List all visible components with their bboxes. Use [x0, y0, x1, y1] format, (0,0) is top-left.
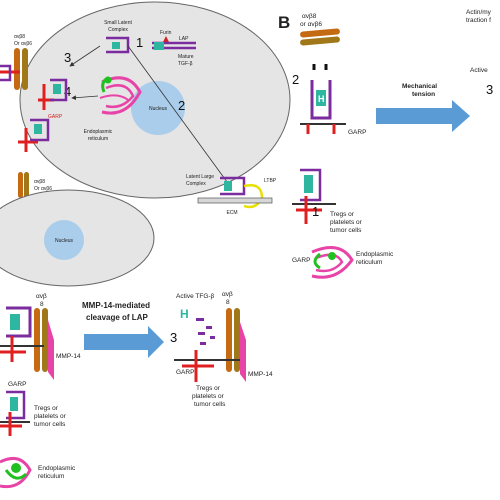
b-garp-1: GARP	[348, 129, 366, 136]
membrane-complex-left	[18, 118, 50, 152]
num-c-3: 3	[170, 330, 177, 345]
b-garp-2: GARP	[292, 257, 310, 264]
active-label: Active	[470, 67, 488, 74]
svg-text:H: H	[318, 94, 325, 104]
llc-label-2: Complex	[186, 181, 206, 187]
b-tregs-3: tumor cells	[330, 227, 362, 234]
c-active-tgf-glyph: H	[180, 307, 189, 321]
c-mmp14-right: MMP-14	[248, 371, 273, 378]
nucleus-top-label: Nucleus	[149, 106, 168, 112]
num-b-1: 1	[312, 204, 319, 219]
mature-tgf-2: TGF-β	[178, 61, 193, 67]
nucleus-bottom	[44, 220, 84, 260]
integrin-mid-2: Or αvβ6	[34, 186, 52, 192]
arrow-3	[69, 45, 101, 67]
b-integrin	[300, 28, 340, 46]
c-tregs-right-1: Tregs or	[196, 385, 221, 392]
mech-tension-2: tension	[412, 91, 435, 98]
integrin-top-1: αvβ8	[14, 34, 25, 40]
c-garp-right-label: GARP	[176, 369, 194, 376]
b-er-2: reticulum	[356, 259, 382, 266]
integrin-top	[14, 48, 28, 90]
c-mmp14-left: MMP-14	[56, 353, 81, 360]
c-latent-complex	[0, 306, 44, 362]
b-tregs-1: Tregs or	[330, 211, 355, 218]
c-er-2: reticulum	[38, 473, 64, 480]
er-top-label-1: Endoplasmic	[84, 129, 113, 135]
b-er-1: Endoplasmic	[356, 251, 394, 258]
nucleus-bottom-label: Nucleus	[55, 238, 74, 244]
num-b-3: 3	[486, 82, 493, 97]
b-garp-complex	[292, 168, 336, 224]
c-garp-left: GARP	[8, 381, 26, 388]
num-a-4: 4	[64, 84, 71, 99]
furin-icon	[163, 36, 169, 42]
c-integrin-right-2: 8	[226, 299, 230, 306]
c-er	[0, 456, 32, 489]
c-tregs-right-2: platelets or	[192, 393, 225, 400]
arrow-2	[127, 45, 231, 187]
actin-1: Actin/my	[466, 9, 492, 16]
num-b-2: 2	[292, 72, 299, 87]
mech-tension-1: Mechanical	[402, 83, 437, 90]
b-tregs-2: platelets or	[330, 219, 363, 226]
mech-tension-arrow	[376, 100, 470, 132]
arrow-4	[71, 95, 99, 101]
ltbp-label: LTBP	[264, 178, 277, 184]
c-tregs-left-3: tumor cells	[34, 421, 66, 428]
c-integrin-right	[226, 308, 240, 372]
num-a-3: 3	[64, 50, 71, 65]
slc-label-2: Complex	[108, 27, 128, 33]
b-er	[311, 246, 354, 279]
mature-tgf-1: Mature	[178, 54, 194, 60]
c-integrin	[34, 308, 48, 372]
b-latent-complex: H	[310, 64, 332, 120]
c-tregs-left-1: Tregs or	[34, 405, 59, 412]
slc-label-1: Small Latent	[104, 20, 132, 26]
c-garp-complex-low	[0, 390, 30, 436]
c-active-tgf: Active TFG-β	[176, 293, 215, 300]
llc-label-1: Latent Large	[186, 174, 214, 180]
integrin-mid	[18, 172, 29, 198]
c-integrin-1: αvβ	[36, 293, 47, 300]
c-mmp14-right	[240, 322, 246, 382]
c-tregs-right-3: tumor cells	[194, 401, 226, 408]
num-a-2: 2	[178, 98, 185, 113]
actin-2: traction f	[466, 17, 491, 24]
c-mmp14-left	[48, 320, 54, 380]
mmp14-arrow-2: cleavage of LAP	[86, 313, 148, 322]
ecm-label: ECM	[226, 210, 237, 216]
mmp14-arrow-1: MMP-14-mediated	[82, 301, 150, 310]
b-integrin-2: or αvβ6	[300, 21, 322, 28]
ecm-bar	[197, 197, 273, 204]
er-top-label-2: reticulum	[88, 136, 108, 142]
panel-b-label: B	[278, 13, 290, 32]
integrin-mid-1: αvβ8	[34, 179, 45, 185]
small-latent-complex	[106, 36, 130, 54]
nucleus-top	[131, 81, 185, 135]
c-tregs-left-2: platelets or	[34, 413, 67, 420]
garp-complex-in-cell	[38, 78, 68, 110]
c-er-1: Endoplasmic	[38, 465, 76, 472]
num-a-1: 1	[136, 35, 143, 50]
integrin-top-2: Or αvβ6	[14, 41, 32, 47]
er-top	[99, 76, 142, 115]
lap-label: LAP	[179, 36, 189, 42]
garp-label-top: GARP	[48, 114, 63, 120]
c-integrin-2: 8	[40, 301, 44, 308]
mmp14-arrow	[84, 326, 164, 358]
b-integrin-1: αvβ8	[302, 13, 317, 20]
c-integrin-right-1: αvβ	[222, 291, 233, 298]
c-garp-right	[174, 350, 240, 382]
c-fragments	[196, 318, 215, 345]
lap-complex	[152, 41, 196, 50]
furin-label: Furin	[160, 30, 172, 36]
